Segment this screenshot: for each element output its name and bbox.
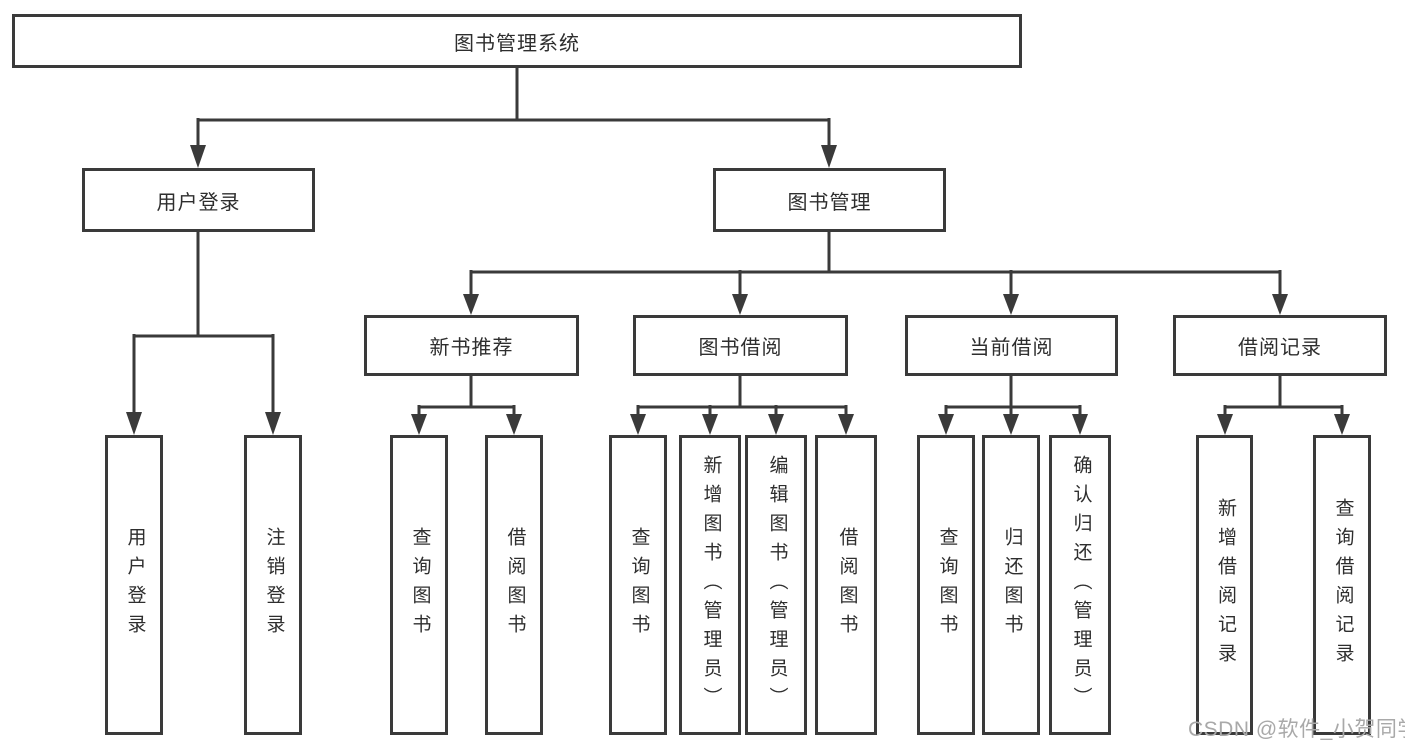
leaf-add-books-admin: 新增图书（管理员） (679, 435, 741, 735)
node-label: 图书借阅 (698, 337, 783, 359)
node-label: 借阅图书 (836, 527, 858, 643)
leaf-query-books-current: 查询图书 (917, 435, 975, 735)
node-book-management: 图书管理 (713, 168, 946, 232)
leaf-query-borrow-record: 查询借阅记录 (1313, 435, 1371, 735)
node-label: 当前借阅 (969, 337, 1054, 359)
node-user-login: 用户登录 (82, 168, 315, 232)
node-new-book-recommend: 新书推荐 (364, 315, 579, 376)
node-label: 新书推荐 (429, 337, 514, 359)
node-library-management-system: 图书管理系统 (12, 14, 1022, 68)
node-label: 确认归还（管理员） (1070, 454, 1092, 716)
node-book-borrow: 图书借阅 (633, 315, 848, 376)
node-label: 查询图书 (936, 527, 958, 643)
leaf-query-books-borrow: 查询图书 (609, 435, 667, 735)
node-label: 借阅图书 (504, 527, 526, 643)
node-label: 查询借阅记录 (1332, 498, 1354, 672)
node-label: 新增借阅记录 (1214, 498, 1236, 672)
node-label: 用户登录 (156, 191, 241, 214)
node-label: 用户登录 (124, 527, 146, 643)
node-label: 编辑图书（管理员） (766, 454, 788, 716)
node-label: 注销登录 (263, 527, 285, 643)
leaf-borrow-books: 借阅图书 (815, 435, 877, 735)
leaf-confirm-return-admin: 确认归还（管理员） (1049, 435, 1111, 735)
node-label: 图书管理系统 (454, 32, 580, 55)
leaf-logout: 注销登录 (244, 435, 302, 735)
node-current-borrow: 当前借阅 (905, 315, 1118, 376)
leaf-user-login: 用户登录 (105, 435, 163, 735)
node-label: 新增图书（管理员） (700, 454, 722, 716)
leaf-return-books: 归还图书 (982, 435, 1040, 735)
node-label: 查询图书 (409, 527, 431, 643)
node-label: 归还图书 (1001, 527, 1023, 643)
node-label: 图书管理 (787, 191, 872, 214)
leaf-query-books-recommend: 查询图书 (390, 435, 448, 735)
node-label: 查询图书 (628, 527, 650, 643)
node-label: 借阅记录 (1238, 337, 1322, 359)
csdn-watermark: CSDN @软件_小贺同学 (1188, 718, 1405, 741)
leaf-add-borrow-record: 新增借阅记录 (1196, 435, 1253, 735)
node-borrow-records: 借阅记录 (1173, 315, 1387, 376)
leaf-borrow-books-recommend: 借阅图书 (485, 435, 543, 735)
leaf-edit-books-admin: 编辑图书（管理员） (745, 435, 807, 735)
arrowheads (126, 145, 1350, 435)
